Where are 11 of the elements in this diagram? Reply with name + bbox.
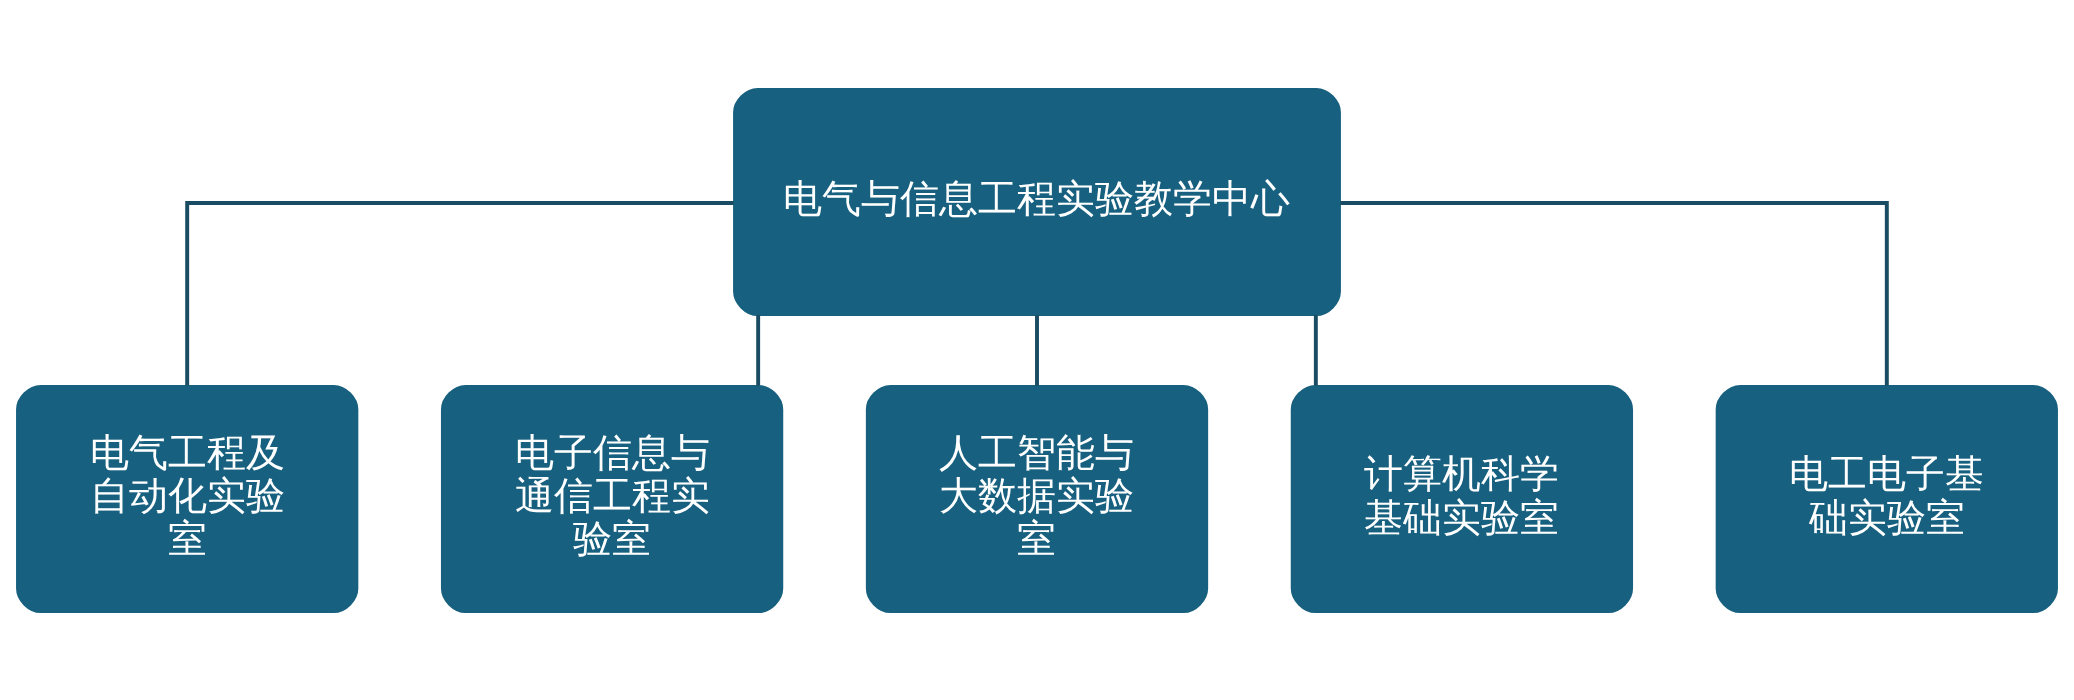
connector [1313, 314, 1318, 386]
connector [1340, 200, 1889, 385]
node-box: 电工电子基础实验室 [1715, 384, 2058, 613]
node-box: 计算机科学基础实验室 [1290, 384, 1634, 613]
node-box: 人工智能与大数据实验室 [865, 384, 1209, 613]
connector [185, 200, 734, 385]
node-box: 电子信息与通信工程实验室 [440, 384, 784, 613]
connector [756, 314, 761, 386]
node-box: 电气工程及自动化实验室 [16, 384, 359, 613]
node-box: 电气与信息工程实验教学中心 [733, 87, 1341, 316]
connector [1035, 314, 1039, 386]
